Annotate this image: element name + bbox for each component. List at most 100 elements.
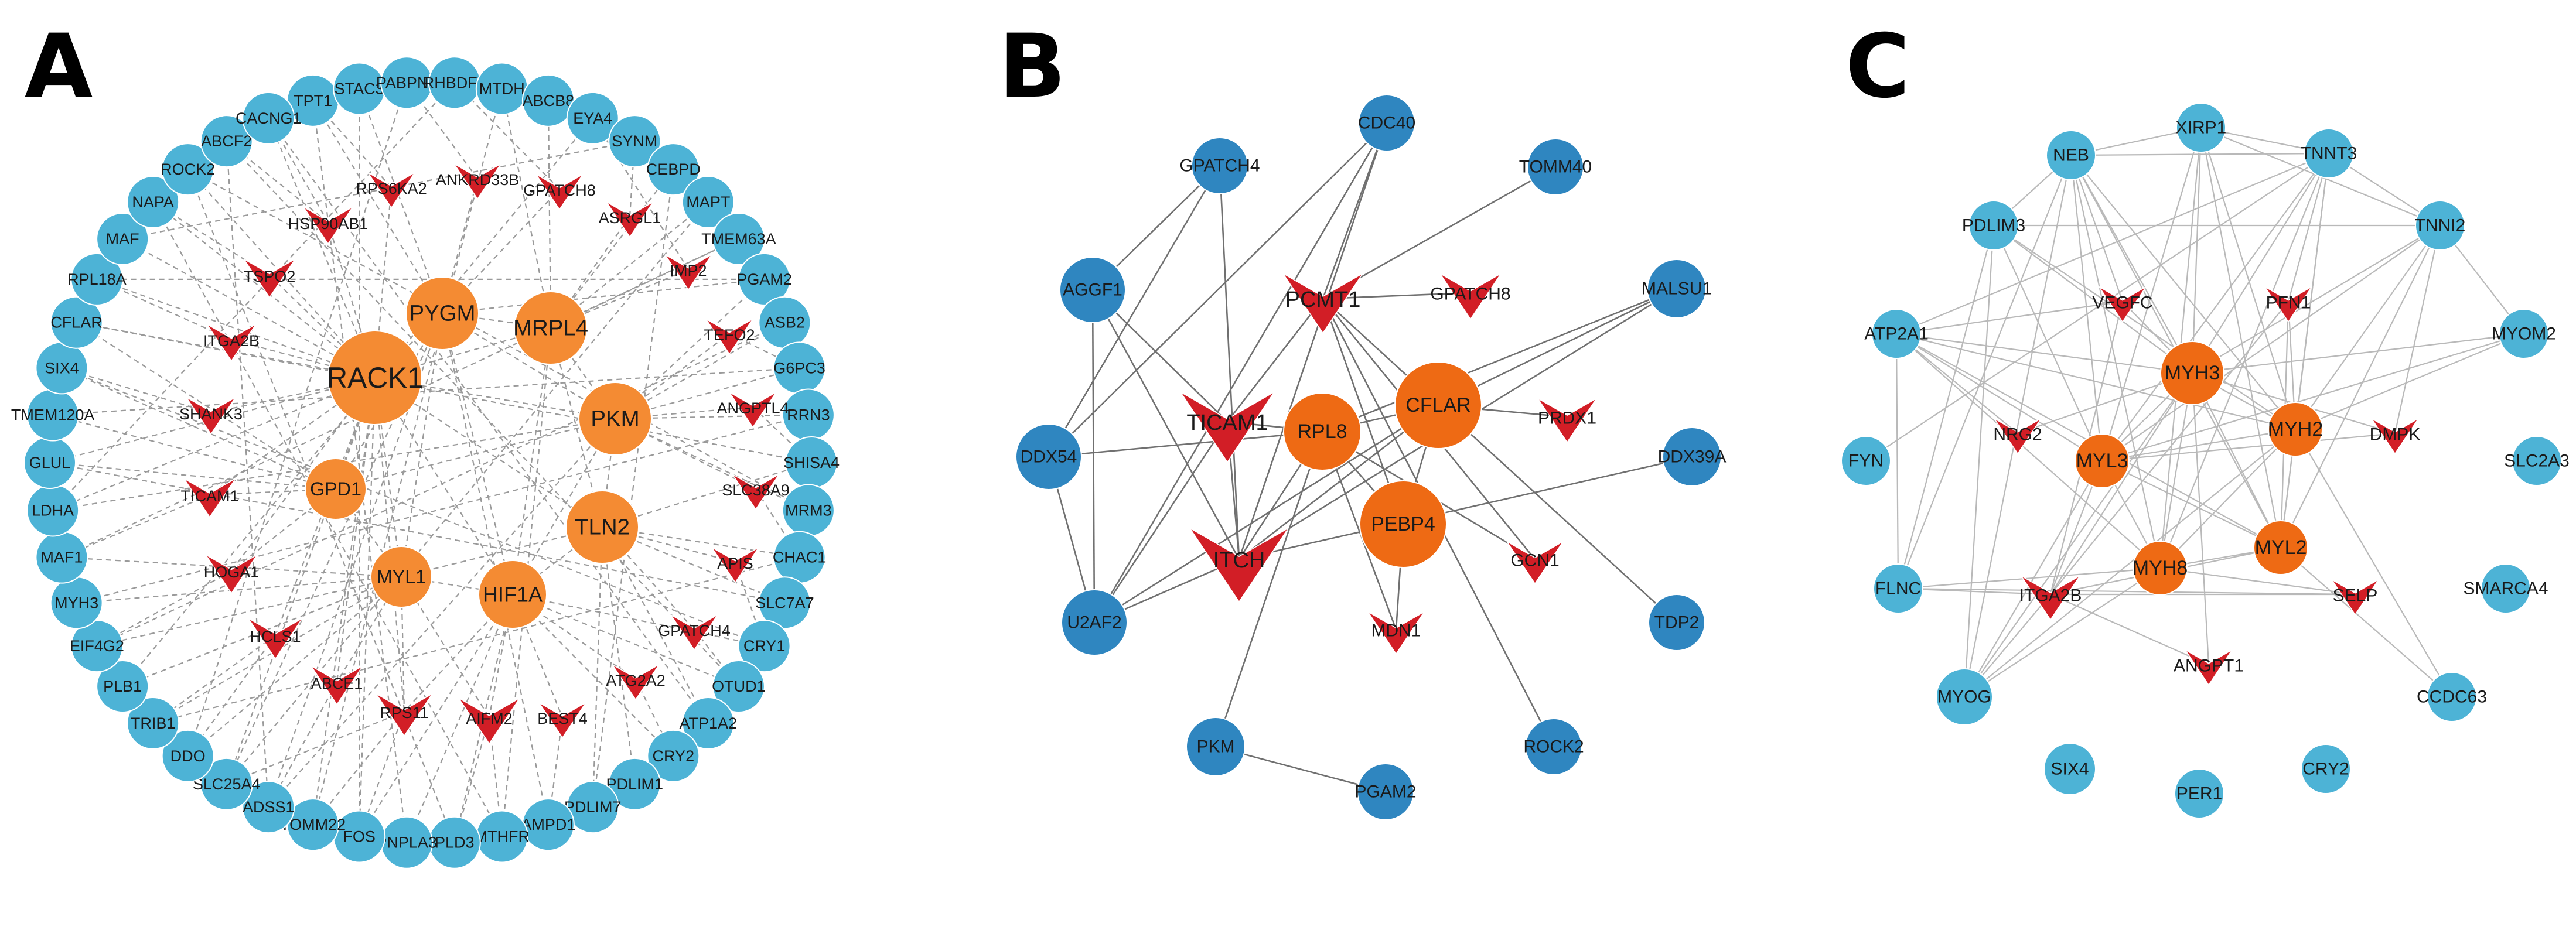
node-six4: SIX4	[2043, 743, 2096, 795]
edge-neb-myh2	[2070, 155, 2296, 430]
node-asb2: ASB2	[758, 296, 811, 349]
node-pcmt1: PCMT1	[1282, 273, 1363, 334]
node-aggf1: AGGF1	[1059, 257, 1126, 323]
edge-atp2a1-myh3	[1896, 333, 2193, 374]
edge-aggf1-itch	[1091, 289, 1240, 560]
label-slc7a7: SLC7A7	[755, 594, 814, 611]
edge-myh2-myh8	[2159, 429, 2296, 569]
node-rock2: ROCK2	[161, 143, 215, 196]
v-marker-abce1	[311, 665, 363, 706]
panel-a: A TPT1STAC3PABPN1RHBDF1MTDHABCB8EYA4SYNM…	[11, 16, 840, 869]
label-gpatch8: GPATCH8	[1430, 285, 1510, 304]
edge-pkm-gpd1	[335, 418, 616, 490]
circle-myog	[1936, 668, 1993, 726]
circle-myl2	[2253, 520, 2308, 575]
node-rpl18a: RPL18A	[67, 252, 127, 306]
v-marker-itch	[1189, 528, 1289, 603]
node-aifm2: AIFM2	[458, 698, 520, 745]
label-ticam1: TICAM1	[180, 487, 238, 505]
label-tefo2: TEFO2	[704, 326, 755, 344]
node-myl2: MYL2	[2253, 520, 2308, 575]
node-cry2: CRY2	[2301, 744, 2351, 794]
edge-ticam1-u2af2	[1093, 421, 1229, 623]
circle-ccdc63	[2427, 672, 2477, 722]
label-ldha: LDHA	[32, 501, 74, 519]
node-rpl8: RPL8	[1283, 392, 1362, 471]
label-slc38a9: SLC38A9	[722, 481, 790, 499]
circle-pkm	[1186, 717, 1246, 777]
label-shank3: SHANK3	[179, 405, 243, 423]
edge-hif1a-rps11	[404, 594, 513, 712]
edge-pkm-slc38a9	[615, 418, 756, 490]
circle-rock2	[1525, 718, 1582, 775]
edge-pygm-tpt1	[312, 100, 443, 314]
label-aifm2: AIFM2	[466, 710, 513, 727]
v-marker-rps11	[376, 693, 433, 737]
label-pkm: PKM	[1196, 737, 1234, 757]
label-abcb8: ABCB8	[523, 92, 575, 110]
circle-pebp4	[1359, 480, 1447, 568]
label-asrgl1: ASRGL1	[599, 209, 661, 227]
label-tdp2: TDP2	[1654, 613, 1700, 632]
node-abcb8: ABCB8	[521, 74, 575, 127]
label-slc25a4: SLC25A4	[193, 775, 261, 793]
label-six4: SIX4	[2050, 760, 2089, 779]
node-eif4g2: EIF4G2	[70, 620, 124, 673]
edge-xirp1-myl2	[2200, 127, 2282, 548]
label-myog: MYOG	[1937, 688, 1991, 707]
edge-hif1a-cry2	[512, 594, 674, 757]
edge-atp2a1-vegfc	[1896, 300, 2123, 335]
node-ampd1: AMPD1	[521, 798, 575, 852]
v-marker-hoga1	[205, 554, 258, 594]
label-g6pc3: G6PC3	[773, 359, 825, 377]
edge-tnnt3-myh3	[2192, 153, 2329, 374]
node-tmem120a: TMEM120A	[11, 388, 94, 442]
circle-otud1	[712, 660, 765, 713]
edge-tnnt3-atp2a1	[1896, 152, 2329, 335]
v-marker-angptl4	[729, 392, 777, 428]
node-pdlim1: PDLIM1	[606, 757, 663, 811]
edge-pdlim3-myl3	[1993, 225, 2103, 461]
label-itga2b: ITGA2B	[203, 332, 260, 350]
label-smarca4: SMARCA4	[2463, 579, 2548, 599]
v-marker-gpatch4	[670, 614, 718, 651]
circle-myh2	[2268, 402, 2323, 457]
circle-synm	[608, 115, 661, 168]
v-marker-tefo2	[705, 319, 753, 355]
node-cacng1: CACNG1	[236, 91, 302, 145]
circle-u2af2	[1061, 589, 1128, 656]
node-pkm: PKM	[1186, 717, 1246, 777]
node-slc7a7: SLC7A7	[755, 576, 814, 630]
v-marker-dmpk	[2371, 418, 2419, 454]
node-neb: NEB	[2046, 130, 2096, 180]
label-tnni2: TNNI2	[2415, 216, 2466, 235]
label-cry2: CRY2	[653, 747, 695, 765]
label-tspo2: TSPO2	[244, 268, 296, 285]
edge-aggf1-u2af2	[1091, 289, 1096, 623]
label-plb1: PLB1	[103, 678, 142, 695]
node-chac1: CHAC1	[773, 531, 826, 584]
edge-pkm-pgam2	[615, 279, 765, 419]
edge-itga2b-angpt1	[2050, 593, 2209, 666]
v-marker-nrg2	[1994, 418, 2042, 454]
edge-itga2b-myh3	[2050, 372, 2193, 595]
node-prdx1: PRDX1	[1537, 398, 1597, 443]
v-marker-shank3	[186, 396, 236, 435]
circle-rack1	[327, 330, 422, 425]
node-hsp90ab1: HSP90AB1	[288, 206, 368, 245]
label-rps6ka2: RPS6KA2	[356, 180, 427, 197]
node-pkm: PKM	[578, 382, 652, 456]
label-pebp4: PEBP4	[1371, 513, 1435, 535]
edge-pkm-mrm3	[615, 418, 809, 511]
node-mrm3: MRM3	[782, 484, 835, 537]
label-shisa4: SHISA4	[783, 454, 840, 471]
v-marker-ticam1	[1180, 391, 1275, 463]
label-selp: SELP	[2333, 586, 2378, 606]
edge-atp2a1-myl3	[1896, 333, 2103, 461]
node-stac3: STAC3	[333, 62, 386, 115]
edge-pcmt1-gpatch8	[1322, 292, 1471, 300]
node-maf1: MAF1	[35, 531, 88, 584]
v-marker-gpatch8	[535, 174, 584, 210]
